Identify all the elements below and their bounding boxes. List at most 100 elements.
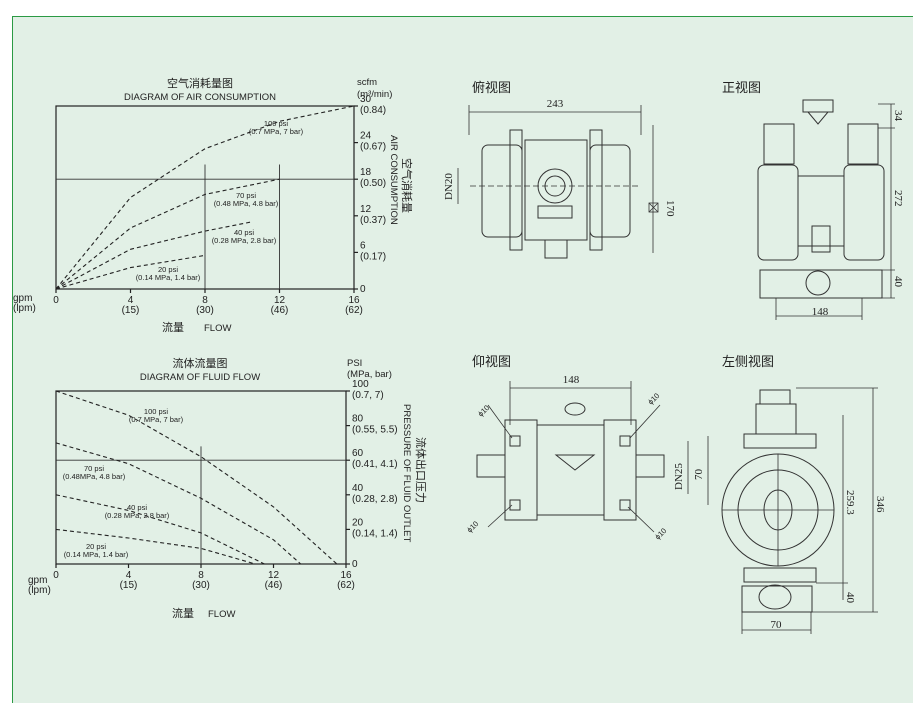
- bottom-view-hole-phi10-1: ϕ10: [476, 403, 491, 418]
- fluid-curve-label-100-psi-metric: (0.7 MPa, 7 bar): [129, 415, 184, 424]
- fluid-x-tick-label-3: 12: [268, 570, 280, 581]
- fluid-curve-label-100-psi: 100 psi: [144, 407, 169, 416]
- side-view-inlet-port: [758, 584, 792, 610]
- side-view-top-manifold: [755, 403, 797, 435]
- front-view-dim-272-group: 272: [892, 190, 904, 207]
- air-y-tick-label-5: 30: [360, 94, 372, 105]
- fluid-chart-x-label-en: FLOW: [208, 609, 235, 620]
- air-x-tick-sub-4: (62): [345, 305, 363, 316]
- frame-left-margin: [0, 16, 13, 703]
- fluid-series-100-psi: [55, 390, 338, 565]
- fluid-chart-x-unit: gpm: [28, 575, 47, 586]
- front-view-inlet-port: [805, 270, 831, 296]
- front-view-center-body: [797, 175, 845, 247]
- front-view-drawing: 正视图 148 34: [722, 81, 904, 320]
- top-view-depth-170: 170: [664, 200, 676, 217]
- bottom-view-drawing: 仰视图 148 DN25 70: [465, 355, 709, 541]
- air-curve-label-40-psi: 40 psi: [234, 228, 254, 237]
- front-view-left-manifold: [763, 123, 795, 165]
- bottom-view-left-port: [476, 454, 506, 478]
- air-chart-y-label-en: AIR CONSUMPTION: [388, 135, 399, 225]
- front-view-dim-272: 272: [892, 190, 904, 207]
- fluid-y-tick-sub-5: (0.7, 7): [352, 390, 384, 401]
- bottom-view-right-port: [635, 454, 665, 478]
- bottom-view-dim-70-group: 70: [693, 469, 705, 481]
- front-view-outlet-flange: [802, 99, 834, 113]
- side-view-label: 左侧视图: [722, 355, 774, 370]
- bottom-view-hole-1-group: ϕ10: [476, 403, 491, 418]
- top-view-muffler: [544, 239, 568, 259]
- air-series-20-psi: [55, 254, 206, 290]
- air-curve-label-70-psi: 70 psi: [236, 191, 256, 200]
- bottom-view-top-fitting: [564, 402, 586, 416]
- fluid-x-tick-label-2: 8: [198, 570, 204, 581]
- air-y-tick-sub-2: (0.37): [360, 215, 386, 226]
- air-y-tick-sub-3: (0.50): [360, 178, 386, 189]
- air-curve-label-100-psi-metric: (0.7 MPa, 7 bar): [249, 127, 304, 136]
- front-view-left-chamber: [757, 164, 799, 261]
- bottom-view-bolt-4: [619, 499, 631, 511]
- bottom-view-center-body: [536, 424, 605, 516]
- air-x-tick-label-1: 4: [128, 295, 134, 306]
- bottom-view-dim-70: 70: [693, 469, 705, 481]
- side-view-drawing: 左侧视图 259.3 346 40: [721, 355, 886, 634]
- air-x-tick-sub-2: (30): [196, 305, 214, 316]
- bottom-view-hole-leader-3: [487, 504, 513, 528]
- fluid-curve-label-40-psi-metric: (0.28 MPa, 2.8 bar): [105, 511, 170, 520]
- fluid-chart-title-cn: 流体流量图: [173, 356, 228, 370]
- fluid-chart-y-label-group: 流体出口压力: [414, 437, 428, 503]
- top-view-left-clamp: [509, 129, 523, 251]
- front-view-label: 正视图: [722, 81, 761, 96]
- fluid-y-tick-label-0: 0: [352, 559, 358, 570]
- air-chart-title-cn: 空气消耗量图: [167, 76, 233, 90]
- air-chart-title-en: DIAGRAM OF AIR CONSUMPTION: [124, 92, 276, 103]
- fluid-y-tick-sub-1: (0.14, 1.4): [352, 528, 398, 539]
- bottom-view-bolt-1: [509, 435, 521, 447]
- side-view-dim-40: 40: [844, 592, 856, 604]
- fluid-y-tick-label-2: 40: [352, 483, 364, 494]
- fluid-x-tick-sub-3: (46): [265, 580, 283, 591]
- fluid-y-tick-sub-4: (0.55, 5.5): [352, 425, 398, 436]
- bottom-view-hole-leader-4: [627, 506, 655, 533]
- bottom-view-hole-phi10-2: ϕ10: [646, 391, 661, 406]
- fluid-chart-y-unit-metric: (MPa, bar): [347, 369, 392, 380]
- fluid-curve-label-20-psi: 20 psi: [86, 542, 106, 551]
- air-chart-x-unit-metric: (lpm): [13, 303, 36, 314]
- fluid-chart-y-unit: PSI: [347, 358, 362, 369]
- air-chart-x-unit: gpm: [13, 293, 32, 304]
- air-chart-y-unit: scfm: [357, 77, 377, 88]
- front-view-right-manifold: [847, 123, 879, 165]
- fluid-chart-x-label-cn: 流量: [172, 606, 194, 620]
- fluid-chart-title-en: DIAGRAM OF FLUID FLOW: [140, 372, 260, 383]
- side-view-outlet-flange: [759, 389, 791, 405]
- bottom-view-valve-wedge: [554, 454, 596, 471]
- air-curve-label-40-psi-metric: (0.28 MPa, 2.8 bar): [212, 236, 277, 245]
- top-view-right-chamber: [589, 144, 631, 238]
- front-view-dim-40: 40: [892, 276, 904, 288]
- air-y-tick-sub-5: (0.84): [360, 105, 386, 116]
- fluid-curve-label-70-psi: 70 psi: [84, 464, 104, 473]
- top-view-right-clamp: [589, 129, 603, 251]
- front-view-dim-34: 34: [892, 110, 904, 122]
- bottom-view-hole-4-group: ϕ10: [653, 526, 668, 541]
- fluid-series-70-psi: [55, 442, 302, 565]
- bottom-view-hole-2-group: ϕ10: [646, 391, 661, 406]
- front-view-dim-34-group: 34: [892, 110, 904, 122]
- bottom-view-hole-phi10-3: ϕ10: [465, 519, 480, 534]
- side-view-dim-346-group: 346: [874, 496, 886, 513]
- side-view-dim-346: 346: [874, 496, 886, 513]
- top-view-port-dn20: DN20: [443, 173, 455, 200]
- air-x-tick-sub-1: (15): [122, 305, 140, 316]
- air-chart-x-label-en: FLOW: [204, 323, 231, 334]
- air-x-tick-label-3: 12: [274, 295, 286, 306]
- air-chart-y-label-en-group: AIR CONSUMPTION: [388, 135, 399, 225]
- fluid-x-tick-sub-4: (62): [337, 580, 355, 591]
- top-view-label: 俯视图: [472, 80, 511, 96]
- front-view-right-chamber: [843, 164, 885, 261]
- air-series-40-psi: [55, 221, 252, 290]
- fluid-chart-y-label-en-group: PRESSURE OF FLUID OUTLET: [401, 404, 412, 542]
- air-curve-label-20-psi: 20 psi: [158, 265, 178, 274]
- fluid-y-tick-sub-3: (0.41, 4.1): [352, 459, 398, 470]
